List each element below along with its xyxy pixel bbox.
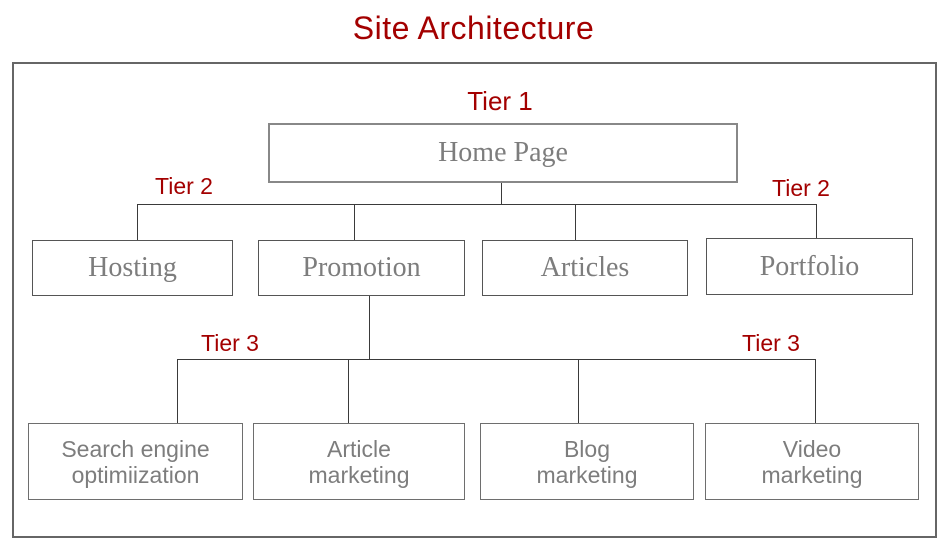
node-promotion: Promotion (258, 240, 465, 296)
node-video-marketing-label-line1: Video (782, 435, 842, 462)
connector-tier3-blog-marketing (578, 359, 579, 423)
connector-tier3-seo (177, 359, 178, 423)
tier3-label-right: Tier 3 (742, 330, 800, 356)
node-video-marketing: Video marketing (705, 423, 919, 500)
connector-promotion-down (369, 296, 370, 359)
node-blog-marketing: Blog marketing (480, 423, 694, 500)
tier3-label-left: Tier 3 (201, 330, 259, 356)
node-home-page: Home Page (268, 123, 738, 183)
node-home-page-label: Home Page (438, 137, 568, 168)
page-title: Site Architecture (352, 10, 595, 46)
node-video-marketing-label-line2: marketing (761, 461, 863, 488)
node-articles-label: Articles (540, 252, 630, 283)
node-hosting-label: Hosting (88, 252, 177, 283)
connector-tier2-horizontal (137, 204, 817, 205)
connector-tier2-portfolio (816, 204, 817, 240)
connector-tier2-promotion (354, 204, 355, 240)
tier2-label-right: Tier 2 (772, 175, 830, 201)
connector-tier2-hosting (137, 204, 138, 240)
node-search-engine-optimization: Search engine optimiization (28, 423, 243, 500)
node-article-marketing: Article marketing (253, 423, 465, 500)
connector-tier3-horizontal (177, 359, 816, 360)
tier2-label-left: Tier 2 (155, 173, 213, 199)
node-articles: Articles (482, 240, 688, 296)
connector-tier3-article-marketing (348, 359, 349, 423)
node-blog-marketing-label-line2: marketing (536, 461, 638, 488)
node-seo-label-line1: Search engine (61, 435, 210, 462)
node-portfolio-label: Portfolio (759, 250, 860, 282)
node-portfolio: Portfolio (706, 238, 913, 295)
tier1-label: Tier 1 (467, 86, 533, 116)
node-blog-marketing-label-line1: Blog (563, 435, 611, 462)
node-promotion-label: Promotion (302, 252, 421, 283)
connector-home-down (501, 183, 502, 204)
node-hosting: Hosting (32, 240, 233, 296)
node-seo-label-line2: optimiization (71, 461, 200, 488)
connector-tier2-articles (575, 204, 576, 240)
node-article-marketing-label-line1: Article (327, 435, 391, 462)
node-article-marketing-label-line2: marketing (308, 461, 410, 488)
connector-tier3-video-marketing (815, 359, 816, 423)
